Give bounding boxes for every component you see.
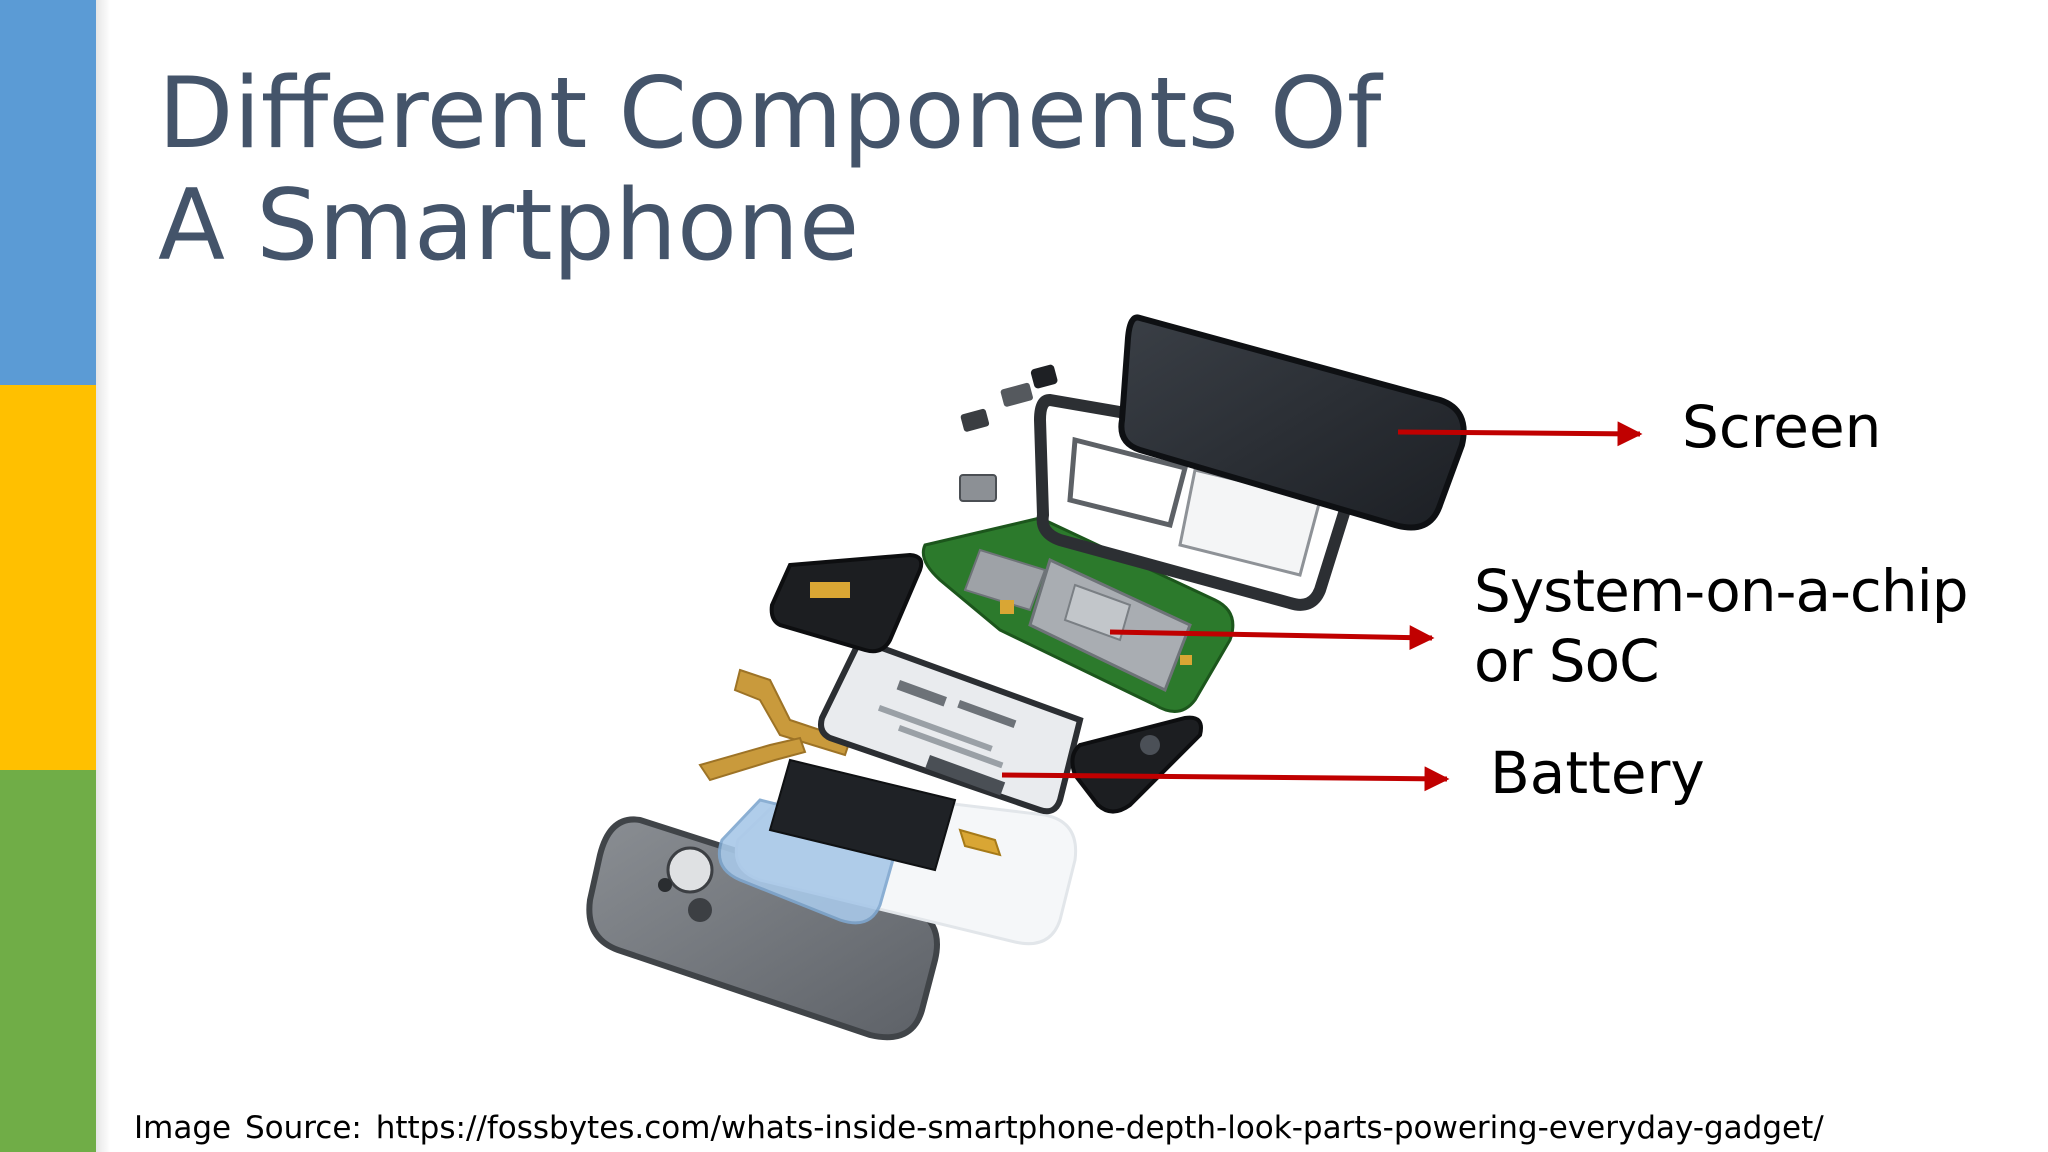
slide-title: Different Components Of A Smartphone — [158, 58, 1381, 282]
wireless-film — [717, 758, 1078, 946]
slide-title-line-2: A Smartphone — [158, 169, 860, 283]
label-screen: Screen — [1682, 393, 1882, 461]
label-soc-line-2: or SoC — [1474, 627, 1660, 695]
label-battery: Battery — [1490, 739, 1705, 807]
earpiece-frame — [769, 552, 924, 654]
screen-panel — [1118, 314, 1467, 531]
slide-title-line-1: Different Components Of — [158, 57, 1382, 171]
arrow-soc — [1109, 625, 1435, 651]
small-components — [959, 364, 1058, 502]
accent-stripe-yellow — [0, 385, 96, 770]
arrow-battery — [1001, 766, 1450, 792]
speaker-module — [1070, 715, 1203, 814]
label-soc: System-on-a-chip or SoC — [1474, 556, 1969, 696]
label-soc-line-1: System-on-a-chip — [1474, 557, 1969, 625]
battery — [818, 636, 1084, 815]
image-source-caption: Image Source: https://fossbytes.com/what… — [134, 1110, 1824, 1146]
stripe-shadow — [96, 0, 110, 1152]
accent-stripe-blue — [0, 0, 96, 385]
back-cover — [586, 816, 940, 1041]
accent-stripe-green — [0, 770, 96, 1152]
motherboard — [921, 516, 1235, 713]
arrow-screen — [1397, 421, 1643, 447]
